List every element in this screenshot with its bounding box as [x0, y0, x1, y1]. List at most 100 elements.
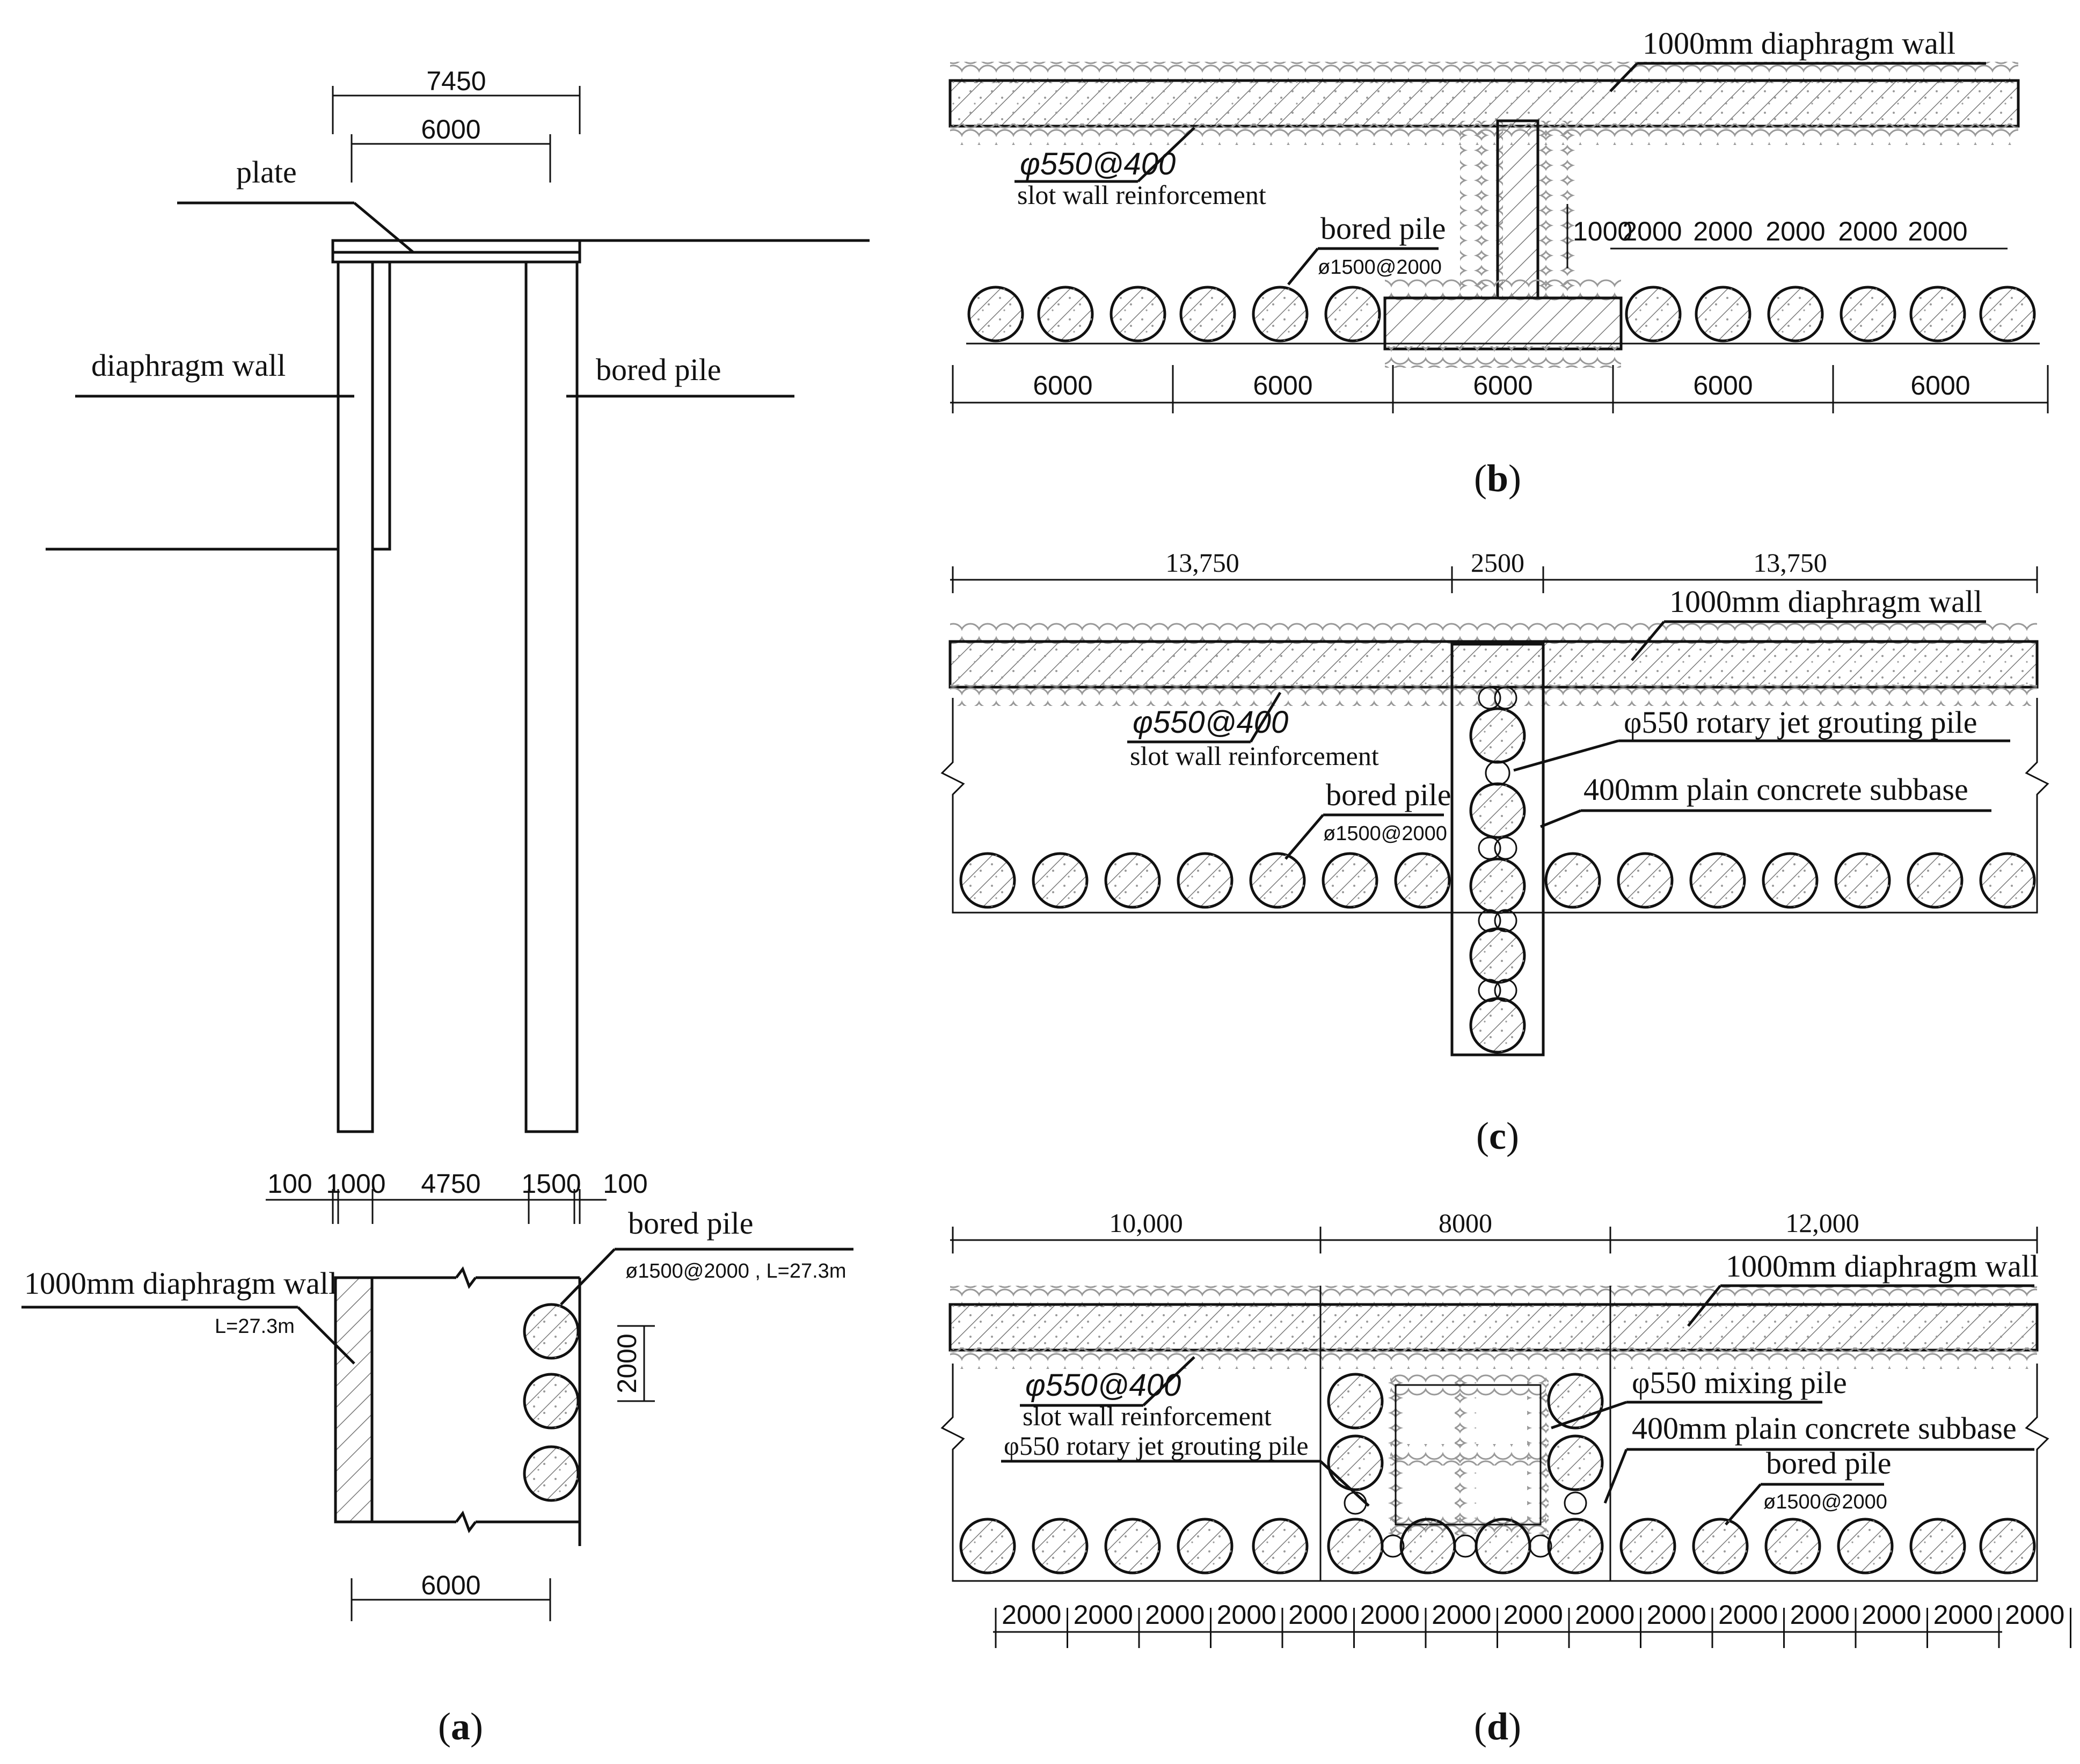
pile-spec-b: ø1500@2000 — [1318, 256, 1442, 279]
bored-pile — [1106, 854, 1159, 907]
plan-wall-length: L=27.3m — [215, 1315, 295, 1338]
plate-label: plate — [236, 155, 297, 189]
top-dim-c: 2500 — [1471, 548, 1524, 578]
pile-spec-c: ø1500@2000 — [1323, 822, 1447, 845]
spacing-dim: 2000 — [1693, 216, 1753, 246]
diaphragm-wall-section — [337, 260, 374, 1133]
reinf-label-d: slot wall reinforcement — [1023, 1401, 1272, 1431]
bottom-dim: 2000 — [1647, 1600, 1706, 1630]
spacing-dims-b: 2000 2000 2000 2000 2000 — [1622, 216, 1967, 246]
plan-dim-1500: 1500 — [521, 1169, 581, 1199]
bottom-dim: 2000 — [1288, 1600, 1348, 1630]
jet-grout-pile — [1329, 1519, 1382, 1573]
bottom-dim: 6000 — [1473, 370, 1532, 400]
bottom-dim: 2000 — [1575, 1600, 1634, 1630]
panel-a: 7450 6000 plate diaphragm wall bored pil… — [21, 66, 870, 1748]
bored-pile — [961, 854, 1015, 907]
plan-pile-spec: ø1500@2000 , L=27.3m — [625, 1260, 846, 1282]
plan-dim-6000: 6000 — [421, 1570, 480, 1600]
bored-pile — [1253, 1519, 1307, 1573]
caption-c: (c) — [1476, 1114, 1519, 1157]
plan-dim-100-left: 100 — [267, 1169, 312, 1199]
plan-bored-pile — [524, 1374, 578, 1428]
wall-label-b: 1000mm diaphragm wall — [1643, 26, 1955, 61]
bottom-dim: 2000 — [1790, 1600, 1850, 1630]
mixing-label-d: φ550 mixing pile — [1632, 1365, 1847, 1400]
jet-grout-pile — [1549, 1519, 1602, 1573]
jet-grout-pile — [1476, 1519, 1530, 1573]
reinf-spec-c: φ550@400 — [1133, 705, 1288, 740]
subbase-label-c: 400mm plain concrete subbase — [1583, 772, 1968, 807]
jet-grout-pile — [1549, 1436, 1602, 1490]
caption-a: (a) — [438, 1705, 483, 1748]
plan-dim-4750: 4750 — [421, 1169, 480, 1199]
caption-b: (b) — [1474, 457, 1521, 500]
bored-pile — [1323, 854, 1377, 907]
subbase-label-d: 400mm plain concrete subbase — [1632, 1411, 2017, 1446]
bored-pile — [1911, 1519, 1965, 1573]
diaphragm-wall-label: diaphragm wall — [91, 348, 286, 383]
bottom-dim: 2000 — [2005, 1600, 2064, 1630]
bored-pile — [961, 1519, 1015, 1573]
bored-pile — [1908, 854, 1962, 907]
rib-flange-b — [1383, 296, 1623, 351]
bored-pile — [1766, 1519, 1820, 1573]
bored-pile — [1691, 854, 1745, 907]
top-dim-d: 12,000 — [1785, 1208, 1859, 1238]
reinf-spec-d: φ550@400 — [1025, 1368, 1181, 1403]
caption-d: (d) — [1474, 1705, 1521, 1748]
bored-pile — [1111, 287, 1165, 341]
panel-c: 13,750 2500 13,750 1000mm diaphragm wall… — [940, 548, 2049, 1157]
pile-spec-d: ø1500@2000 — [1763, 1491, 1887, 1513]
bored-pile — [1841, 287, 1895, 341]
bored-pile — [1981, 287, 2034, 341]
bored-pile — [1981, 1519, 2034, 1573]
top-dim-c: 13,750 — [1165, 548, 1239, 578]
bored-pile — [1626, 287, 1680, 341]
bored-pile — [1618, 854, 1672, 907]
mixing-pile-grid-d — [1385, 1374, 1549, 1535]
bottom-dim: 6000 — [1033, 370, 1092, 400]
bored-pile — [1546, 854, 1600, 907]
jet-grout-pile — [1401, 1519, 1455, 1573]
bottom-dim: 2000 — [1862, 1600, 1921, 1630]
panel-b: 1000mm diaphragm wall φ550@400 slot wall… — [948, 26, 2049, 500]
bored-pile — [969, 287, 1023, 341]
plan-pile-spacing: 2000 — [612, 1333, 642, 1393]
bored-pile — [1178, 1519, 1232, 1573]
bottom-dim: 2000 — [1002, 1600, 1061, 1630]
rib-dim-b: 1000 — [1573, 216, 1632, 246]
pile-label-d: bored pile — [1766, 1446, 1892, 1481]
bored-pile — [1911, 287, 1965, 341]
spacing-dim: 2000 — [1622, 216, 1682, 246]
plan-dim-1000: 1000 — [326, 1169, 385, 1199]
section-view: 7450 6000 plate diaphragm wall bored pil… — [46, 66, 870, 1133]
panel-d: 10,000 8000 12,000 1000mm diaphragm wall — [940, 1208, 2071, 1748]
bored-pile — [1696, 287, 1750, 341]
bottom-dim: 2000 — [1360, 1600, 1420, 1630]
top-dim-d: 8000 — [1439, 1208, 1492, 1238]
bored-pile — [1106, 1519, 1159, 1573]
bottom-dim: 2000 — [1718, 1600, 1778, 1630]
bored-pile — [1178, 854, 1232, 907]
reinf-label-b: slot wall reinforcement — [1017, 180, 1266, 210]
jet-grout-piles-c — [1471, 686, 1524, 1052]
bored-pile — [1769, 287, 1822, 341]
top-dim-c: 13,750 — [1753, 548, 1827, 578]
jet-grout-pile — [1471, 998, 1524, 1052]
plan-view: 100 1000 4750 1500 100 1000mm diaphragm … — [21, 1169, 853, 1621]
spacing-dim: 2000 — [1765, 216, 1825, 246]
jet-label-d: φ550 rotary jet grouting pile — [1004, 1431, 1309, 1461]
dim-6000-top: 6000 — [421, 114, 480, 144]
reinf-label-c: slot wall reinforcement — [1130, 741, 1379, 771]
jet-grout-pile — [1471, 709, 1524, 762]
plan-pile-label: bored pile — [628, 1206, 754, 1241]
jet-grout-pile — [1471, 784, 1524, 837]
pile-label-c: bored pile — [1326, 777, 1451, 812]
bored-pile — [1251, 854, 1304, 907]
top-dim-d: 10,000 — [1109, 1208, 1183, 1238]
bottom-dim: 6000 — [1253, 370, 1312, 400]
bored-pile-section — [524, 260, 579, 1133]
bottom-dim: 6000 — [1693, 370, 1753, 400]
